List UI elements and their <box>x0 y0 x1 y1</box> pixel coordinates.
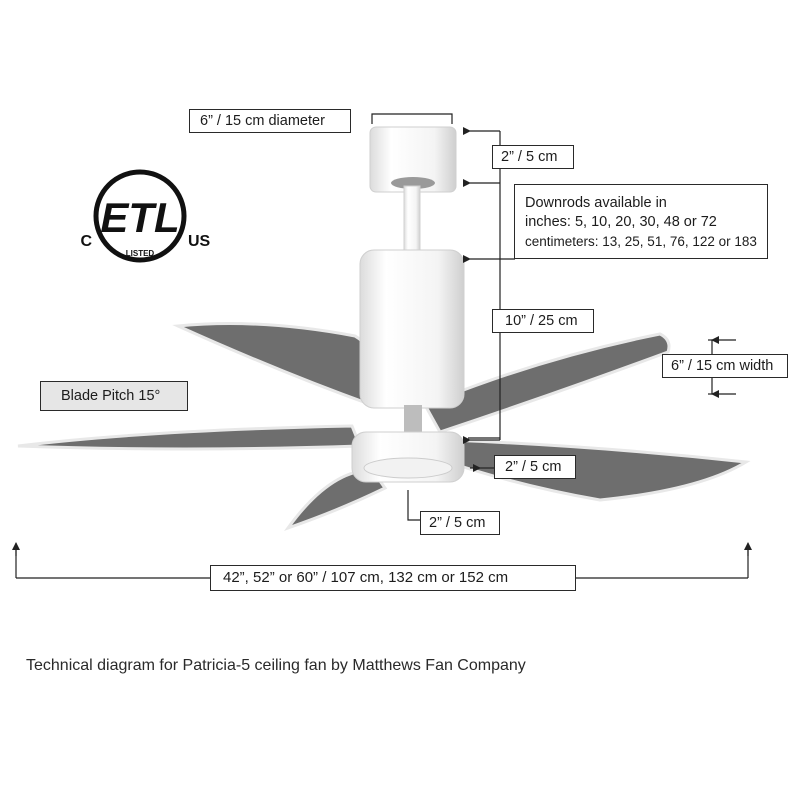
overall-height-label: 10” / 25 cm <box>492 309 594 333</box>
etl-us-text: US <box>188 233 211 250</box>
etl-mark: ETL <box>100 194 179 241</box>
blade-upper-right <box>422 332 671 434</box>
downrods-inches: inches: 5, 10, 20, 30, 48 or 72 <box>525 214 717 230</box>
motor-housing <box>359 249 465 409</box>
downrod <box>403 185 421 257</box>
downrods-centimeters: centimeters: 13, 25, 51, 76, 122 or 183 <box>525 234 757 249</box>
etl-listed-text: LISTED <box>126 249 155 258</box>
motor-collar <box>404 405 422 435</box>
canopy-diameter-label: 6” / 15 cm diameter <box>189 109 351 133</box>
light-kit <box>351 431 465 483</box>
blade-pitch-label: Blade Pitch 15° <box>40 381 188 411</box>
light-offset-label: 2” / 5 cm <box>420 511 500 535</box>
downrods-info-box: Downrods available in inches: 5, 10, 20,… <box>514 184 768 259</box>
blade-upper-left <box>172 322 382 407</box>
dimension-lines <box>12 113 752 579</box>
canopy <box>369 126 457 193</box>
fan-span-label: 42”, 52” or 60” / 107 cm, 132 cm or 152 … <box>210 565 576 591</box>
etl-listed-logo: ETL C US LISTED <box>80 169 211 263</box>
blade-width-label: 6” / 15 cm width <box>662 354 788 378</box>
light-height-label: 2” / 5 cm <box>494 455 576 479</box>
blade-left <box>17 424 363 451</box>
etl-c-text: C <box>80 233 92 250</box>
blade-right <box>446 438 751 502</box>
canopy-height-label: 2” / 5 cm <box>492 145 574 169</box>
downrods-title: Downrods available in <box>525 195 667 211</box>
diagram-caption: Technical diagram for Patricia-5 ceiling… <box>26 657 526 674</box>
